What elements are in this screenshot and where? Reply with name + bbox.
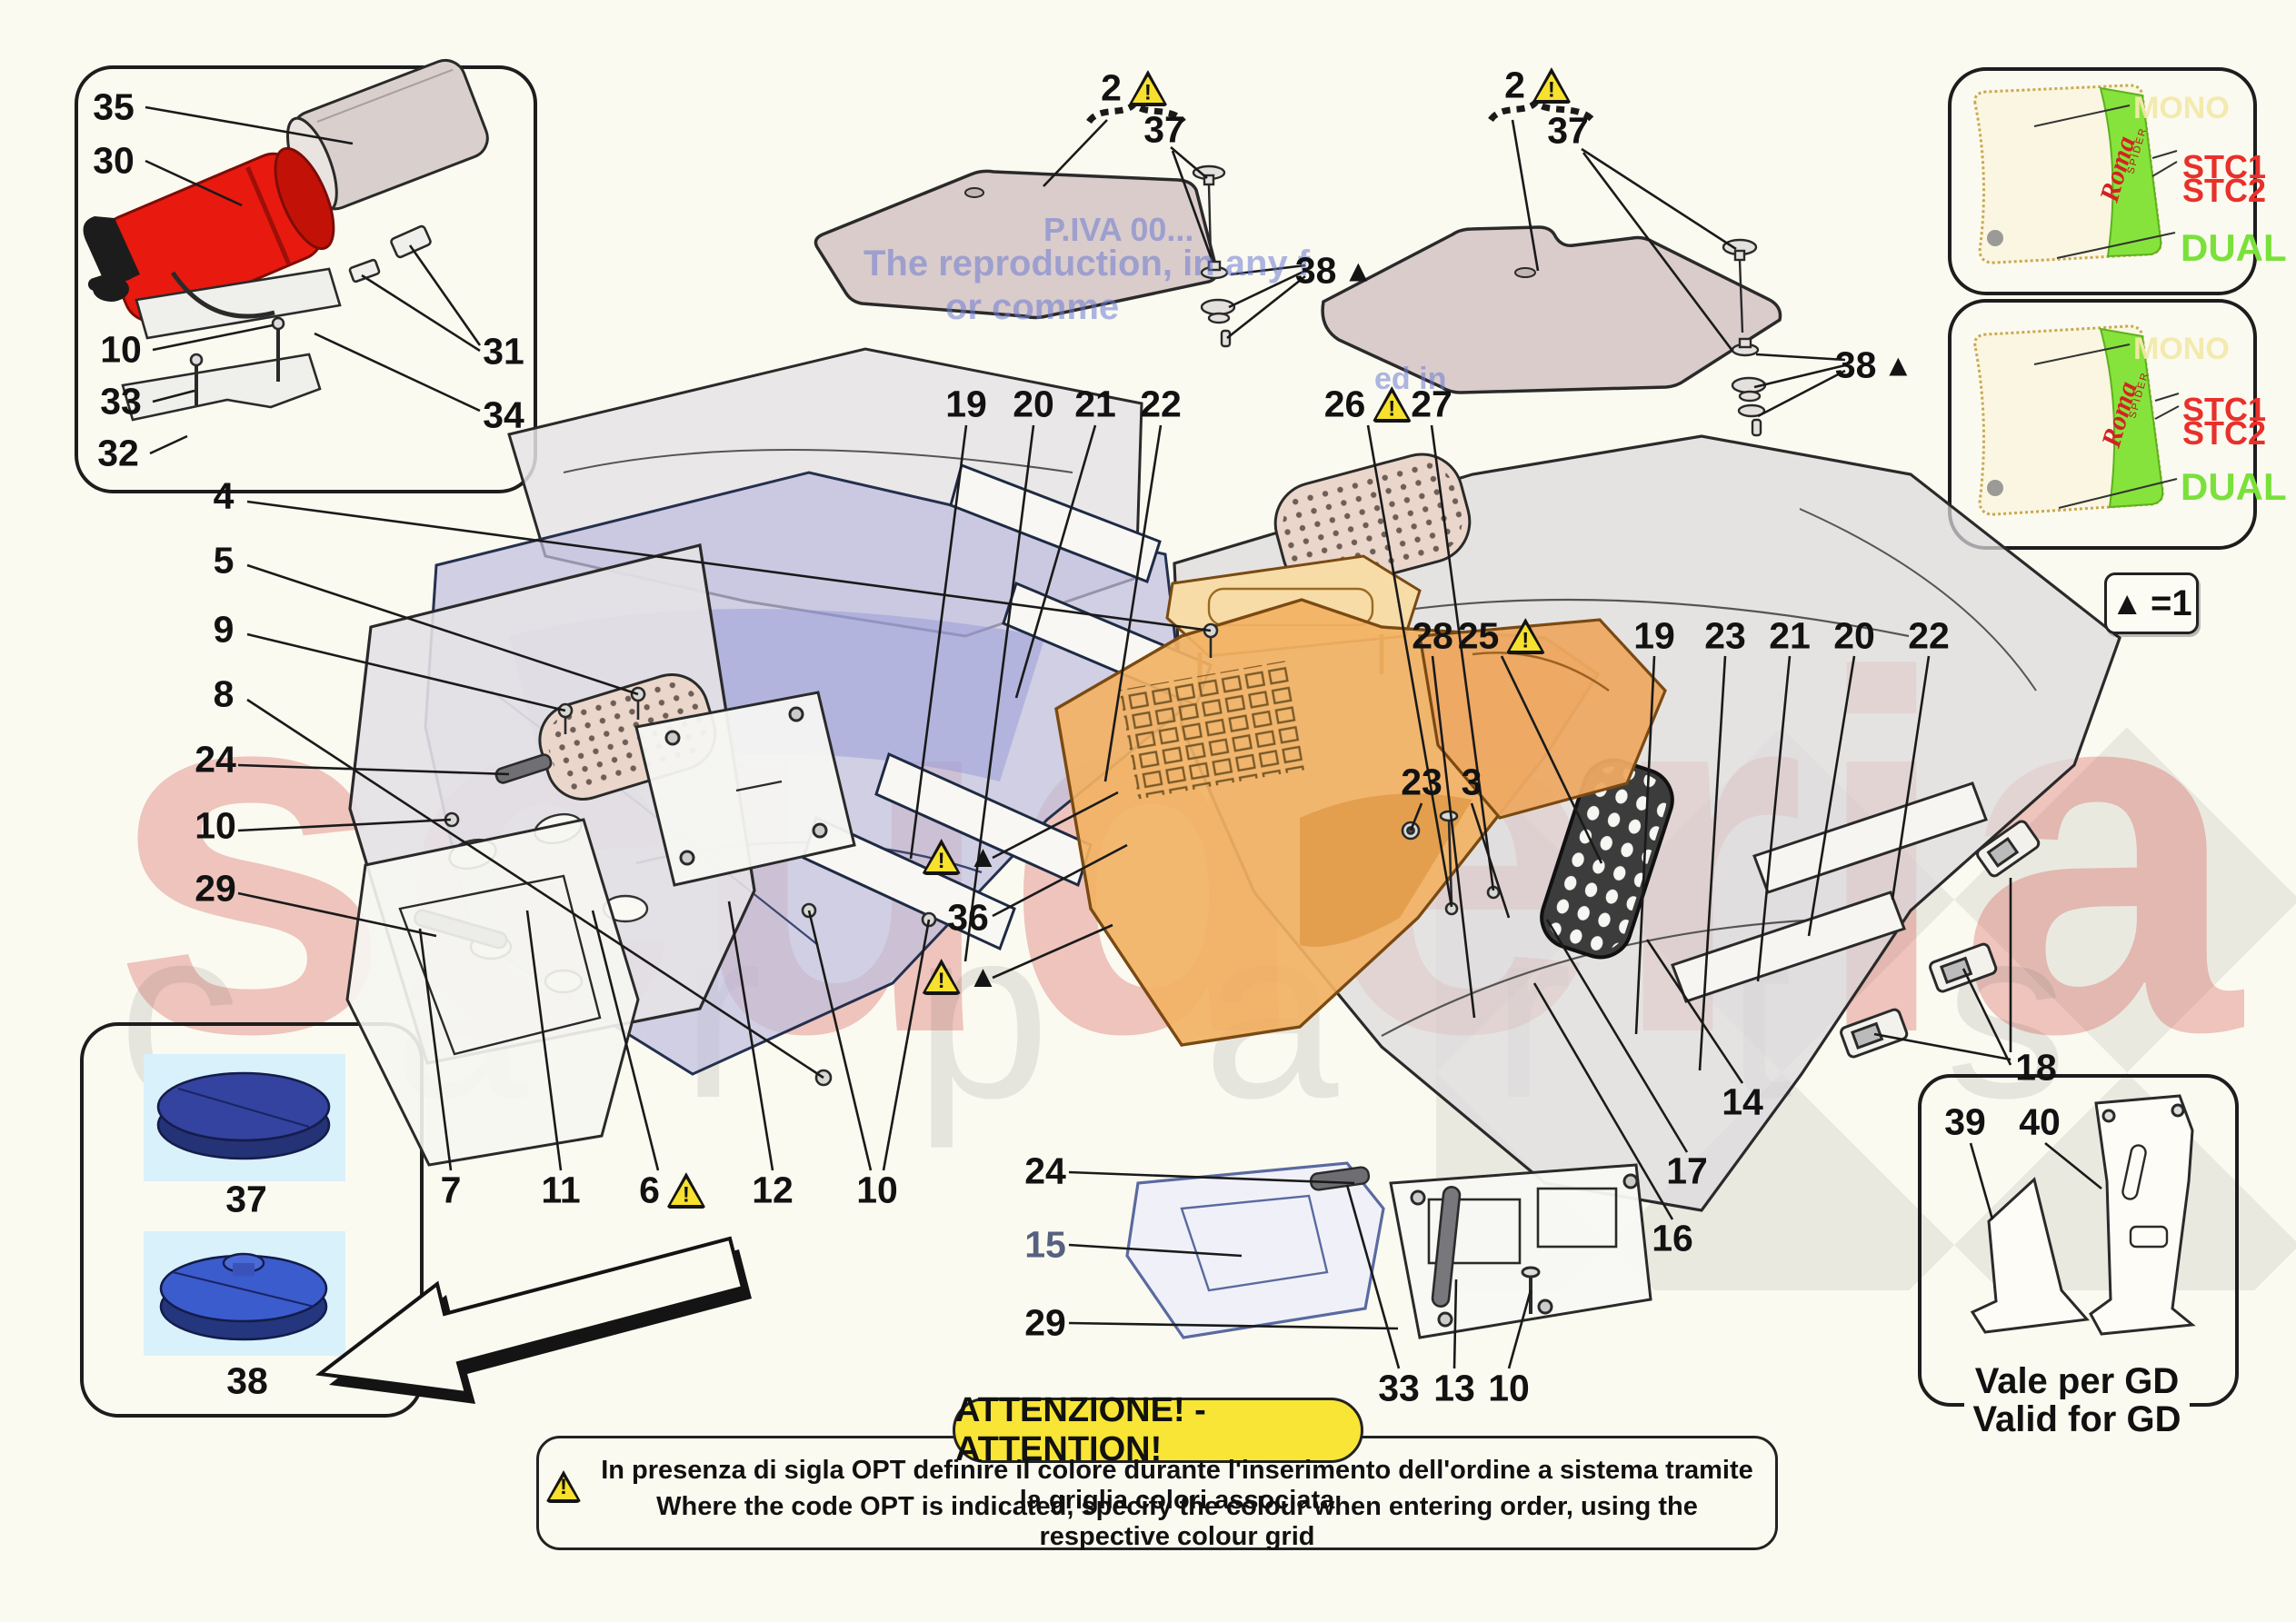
- option-mat-drawing-2: Roma SPIDER: [1973, 324, 2180, 516]
- option-label-dual: DUAL: [2181, 465, 2287, 508]
- direction-arrow: [314, 1236, 752, 1404]
- lower-left-brackets: [345, 691, 856, 1167]
- option-label-stc1: STC1: [2182, 148, 2267, 185]
- footrest-plate: [1540, 758, 1674, 960]
- attention-header: ATTENZIONE! - ATTENTION!: [953, 1391, 1363, 1468]
- mat-option-box-1: [1948, 67, 2257, 295]
- extinguisher-inset-box: [75, 65, 537, 493]
- attention-warning-icon: !: [545, 1470, 582, 1508]
- brace-left: [1086, 97, 1186, 124]
- option-label-stc2: STC2: [2182, 172, 2267, 209]
- mounting-clips: [1840, 820, 2041, 1059]
- leader-lines: [145, 105, 2102, 1369]
- option-label-mono: MONO: [2133, 91, 2230, 125]
- option-label-stc2: STC2: [2182, 414, 2267, 452]
- legal-watermark-piva: P.IVA 00...: [1043, 211, 1194, 248]
- gd-caption-en: Valid for GD: [1913, 1399, 2241, 1440]
- fastener-discs-inset-box: [80, 1022, 424, 1418]
- triangle-icon: ▲: [2111, 584, 2144, 622]
- mat-option-box-2: [1948, 299, 2257, 550]
- floor-mat-right: [1321, 225, 1782, 394]
- support-bracket-13: [1389, 1163, 1652, 1339]
- gd-caption-it: Vale per GD: [1913, 1361, 2241, 1402]
- brace-right: [1488, 95, 1595, 123]
- tunnel-insulation: [1054, 554, 1667, 1047]
- fire-extinguisher: [83, 146, 335, 323]
- disc-38-image: [144, 1231, 345, 1356]
- attention-text-italian: In presenza di sigla OPT definire il col…: [601, 1456, 1753, 1515]
- legend-text: =1: [2151, 582, 2192, 623]
- triangle-legend: ▲ =1: [2104, 572, 2199, 634]
- legal-watermark-edin: ed in: [1374, 362, 1447, 396]
- option-label-stc1: STC1: [2182, 391, 2267, 428]
- trim-rod-33: [1431, 1186, 1462, 1308]
- mat-option-panel-1: Roma SPIDER MONO STC1 STC2 DUAL: [1948, 67, 2287, 288]
- attention-text-english: Where the code OPT is indicated, specify…: [656, 1492, 1698, 1551]
- option-label-dual: DUAL: [2181, 226, 2287, 269]
- mat-fastener-stack-left: [1192, 164, 1236, 348]
- mat-option-panel-2: Roma SPIDER MONO STC1 STC2 DUAL: [1948, 299, 2287, 542]
- extinguisher-bracket: [121, 224, 432, 422]
- option-mat-drawing-1: Roma SPIDER: [1973, 84, 2178, 264]
- option-label-mono: MONO: [2133, 332, 2230, 366]
- floor-mat-left: [814, 169, 1219, 320]
- legal-watermark-repro: The reproduction, in any f: [863, 244, 1311, 284]
- legal-watermark-comm: or comme: [945, 287, 1120, 327]
- disc-37-image: [144, 1054, 345, 1181]
- gd-brackets: [1970, 1094, 2196, 1336]
